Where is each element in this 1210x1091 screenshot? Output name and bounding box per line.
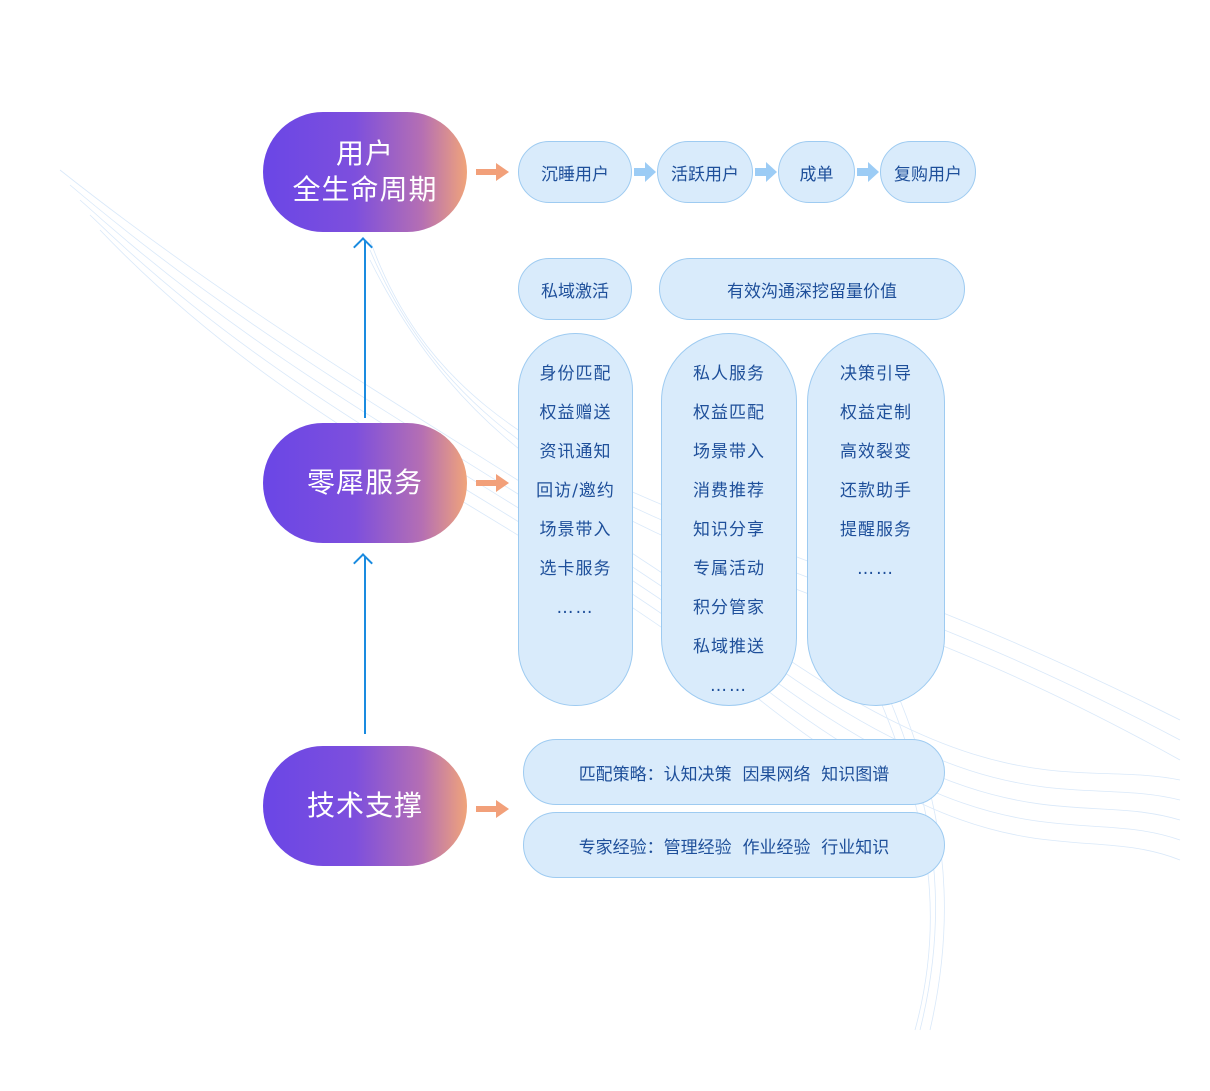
service-item: 场景带入 [539, 520, 612, 540]
service-column-1: 身份匹配 权益赠送 资讯通知 回访/邀约 场景带入 选卡服务 …… [518, 333, 633, 706]
funnel-stage-label: 复购用户 [894, 164, 962, 185]
service-item: 积分管家 [693, 598, 765, 618]
funnel-stage-repurchase: 复购用户 [880, 141, 976, 203]
lifecycle-label-line1: 用户 [335, 137, 394, 170]
arrowhead-up-icon [353, 553, 373, 573]
goal-value: 有效沟通深挖留量价值 [659, 258, 965, 320]
orange-arrow-icon [476, 800, 509, 818]
service-item: 场景带入 [693, 442, 765, 462]
tech-expertise-label: 专家经验：管理经验 作业经验 行业知识 [578, 837, 890, 858]
tech-label: 技术支撑 [306, 789, 423, 822]
service-item: 权益赠送 [539, 403, 612, 423]
funnel-stage-active: 活跃用户 [657, 141, 753, 203]
service-item: 选卡服务 [539, 559, 612, 579]
service-item: 提醒服务 [840, 520, 912, 540]
service-item: 私域推送 [693, 637, 765, 657]
goal-value-label: 有效沟通深挖留量价值 [727, 281, 897, 302]
blue-arrow-icon [755, 162, 777, 182]
funnel-stage-label: 沉睡用户 [541, 164, 609, 185]
service-pill: 零犀服务 [263, 423, 467, 543]
tech-strategy-row: 匹配策略：认知决策 因果网络 知识图谱 [523, 739, 945, 805]
service-item: 决策引导 [840, 364, 912, 384]
connector-service-to-lifecycle [364, 240, 366, 418]
funnel-stage-label: 成单 [799, 164, 834, 185]
service-item: 回访/邀约 [536, 481, 615, 501]
service-item: 身份匹配 [539, 364, 612, 384]
arrowhead-up-icon [353, 237, 373, 257]
tech-strategy-label: 匹配策略：认知决策 因果网络 知识图谱 [578, 764, 890, 785]
ellipsis: …… [556, 598, 595, 618]
funnel-stage-order: 成单 [778, 141, 855, 203]
service-item: 权益定制 [840, 403, 912, 423]
lifecycle-pill: 用户 全生命周期 [263, 112, 467, 232]
service-item: 还款助手 [840, 481, 912, 501]
service-item: 消费推荐 [693, 481, 765, 501]
ellipsis: …… [857, 559, 895, 579]
lifecycle-label-line2: 全生命周期 [292, 173, 438, 206]
service-item: 资讯通知 [539, 442, 612, 462]
service-column-3: 决策引导 权益定制 高效裂变 还款助手 提醒服务 …… [807, 333, 945, 706]
funnel-stage-dormant: 沉睡用户 [518, 141, 632, 203]
service-item: 知识分享 [693, 520, 765, 540]
service-item: 专属活动 [693, 559, 765, 579]
goal-activation-label: 私域激活 [541, 281, 609, 302]
tech-pill: 技术支撑 [263, 746, 467, 866]
connector-tech-to-service [364, 556, 366, 734]
blue-arrow-icon [634, 162, 656, 182]
service-item: 私人服务 [693, 364, 765, 384]
orange-arrow-icon [476, 163, 509, 181]
ellipsis: …… [710, 676, 748, 696]
service-label: 零犀服务 [306, 466, 423, 499]
service-column-2: 私人服务 权益匹配 场景带入 消费推荐 知识分享 专属活动 积分管家 私域推送 … [661, 333, 797, 706]
funnel-stage-label: 活跃用户 [671, 164, 739, 185]
goal-activation: 私域激活 [518, 258, 632, 320]
blue-arrow-icon [857, 162, 879, 182]
service-item: 高效裂变 [840, 442, 912, 462]
service-item: 权益匹配 [693, 403, 765, 423]
tech-expertise-row: 专家经验：管理经验 作业经验 行业知识 [523, 812, 945, 878]
orange-arrow-icon [476, 474, 509, 492]
